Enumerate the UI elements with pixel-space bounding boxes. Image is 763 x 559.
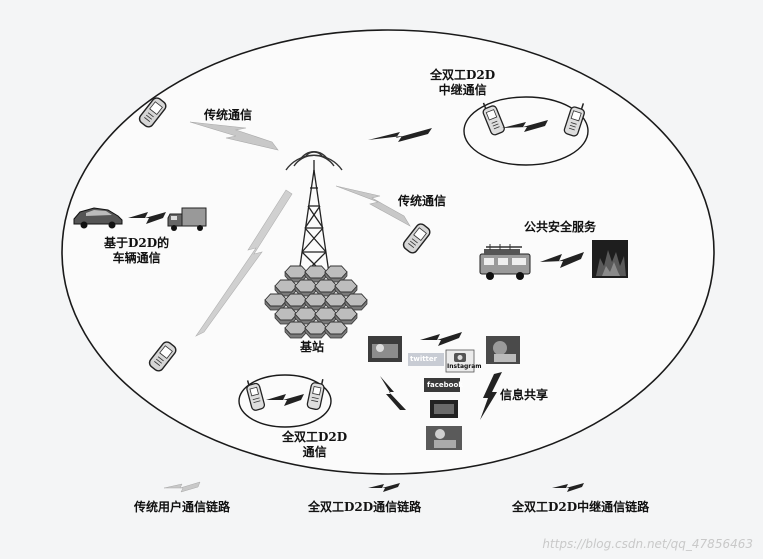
vehicle-label-line1: 基于D2D的 [104,236,170,250]
facebook-tile-label: facebook [427,381,463,389]
photo-tile [368,336,402,362]
info-sharing-label: 信息共享 [500,388,549,402]
public-safety-label: 公共安全服务 [524,220,597,234]
hex-cell [304,321,328,335]
public-safety-link [540,252,584,268]
hex-cell [324,321,348,335]
twitter-tile [408,353,444,366]
legend-traditional-label: 传统用户通信链路 [134,500,231,514]
cell-boundary [61,29,715,475]
traditional-link-mid-right [335,185,411,227]
hex-cell [334,279,358,293]
relay-label-line1: 全双工D2D [430,68,496,82]
photo-tile [486,336,520,364]
fullduplex-label-bottom: 全双工D2D 通信 [282,430,347,460]
hex-cell [324,293,348,307]
phone-icon [482,102,505,136]
traditional-label-mid: 传统通信 [398,194,447,208]
relay-link [502,120,548,132]
info-sharing-link [420,332,462,346]
relay-group-top [463,96,589,166]
legend-relay-label: 全双工D2D中继通信链路 [512,500,650,514]
legend [163,481,584,493]
base-station-hex-grid [264,265,368,339]
phone-icon [563,103,585,137]
hex-cell [314,307,338,321]
twitter-tile-label: twitter [410,355,438,363]
phone-icon [402,223,431,254]
info-sharing-link [380,376,406,410]
car-icon [73,207,123,229]
phone-icon [246,380,266,411]
relay-link-tower [368,128,432,142]
traditional-label-top: 传统通信 [204,108,253,122]
hex-cell [304,293,328,307]
instagram-tile [445,349,475,373]
fire-truck-icon [479,244,531,280]
base-station-label: 基站 [300,340,325,354]
vehicle-label: 基于D2D的 车辆通信 [104,236,169,266]
facebook-tile [424,378,460,392]
hex-cell [294,279,318,293]
phone-icon [306,379,325,411]
fullduplex-group-bottom [238,374,332,428]
legend-fullduplex-symbol [368,483,400,492]
photo-tile [430,400,458,418]
phone-icon [148,341,177,372]
legend-traditional-symbol [163,481,201,493]
hex-cell [304,265,328,279]
fire-scene-image [592,240,628,278]
hex-cell [294,307,318,321]
hex-cell [284,321,308,335]
hex-cell [274,307,298,321]
watermark: https://blog.csdn.net/qq_47856463 [542,537,753,551]
legend-fullduplex-label: 全双工D2D通信链路 [308,500,422,514]
hex-cell [284,293,308,307]
phone-icon [138,97,167,128]
instagram-tile-label: Instagram [447,363,482,370]
hex-cell [344,293,368,307]
vehicle-link [128,212,166,224]
fullduplex-link [266,394,304,406]
vehicle-label-line2: 车辆通信 [112,251,161,265]
info-sharing-cluster [368,332,520,450]
hex-cell [274,279,298,293]
traditional-link-left-down [195,189,293,337]
legend-relay-symbol [552,483,584,492]
hex-cell [334,307,358,321]
hex-cell [284,265,308,279]
traditional-link-top-left [189,121,279,151]
hex-cell [314,279,338,293]
relay-label-line2: 中继通信 [438,83,487,97]
truck-icon [167,207,207,231]
hex-cell [264,293,288,307]
hex-cell [324,265,348,279]
fullduplex-label-line1: 全双工D2D [282,430,348,444]
fullduplex-label-line2: 通信 [302,445,327,459]
info-sharing-link [480,372,502,420]
relay-label-top: 全双工D2D 中继通信 [430,68,495,98]
photo-tile [426,426,462,450]
